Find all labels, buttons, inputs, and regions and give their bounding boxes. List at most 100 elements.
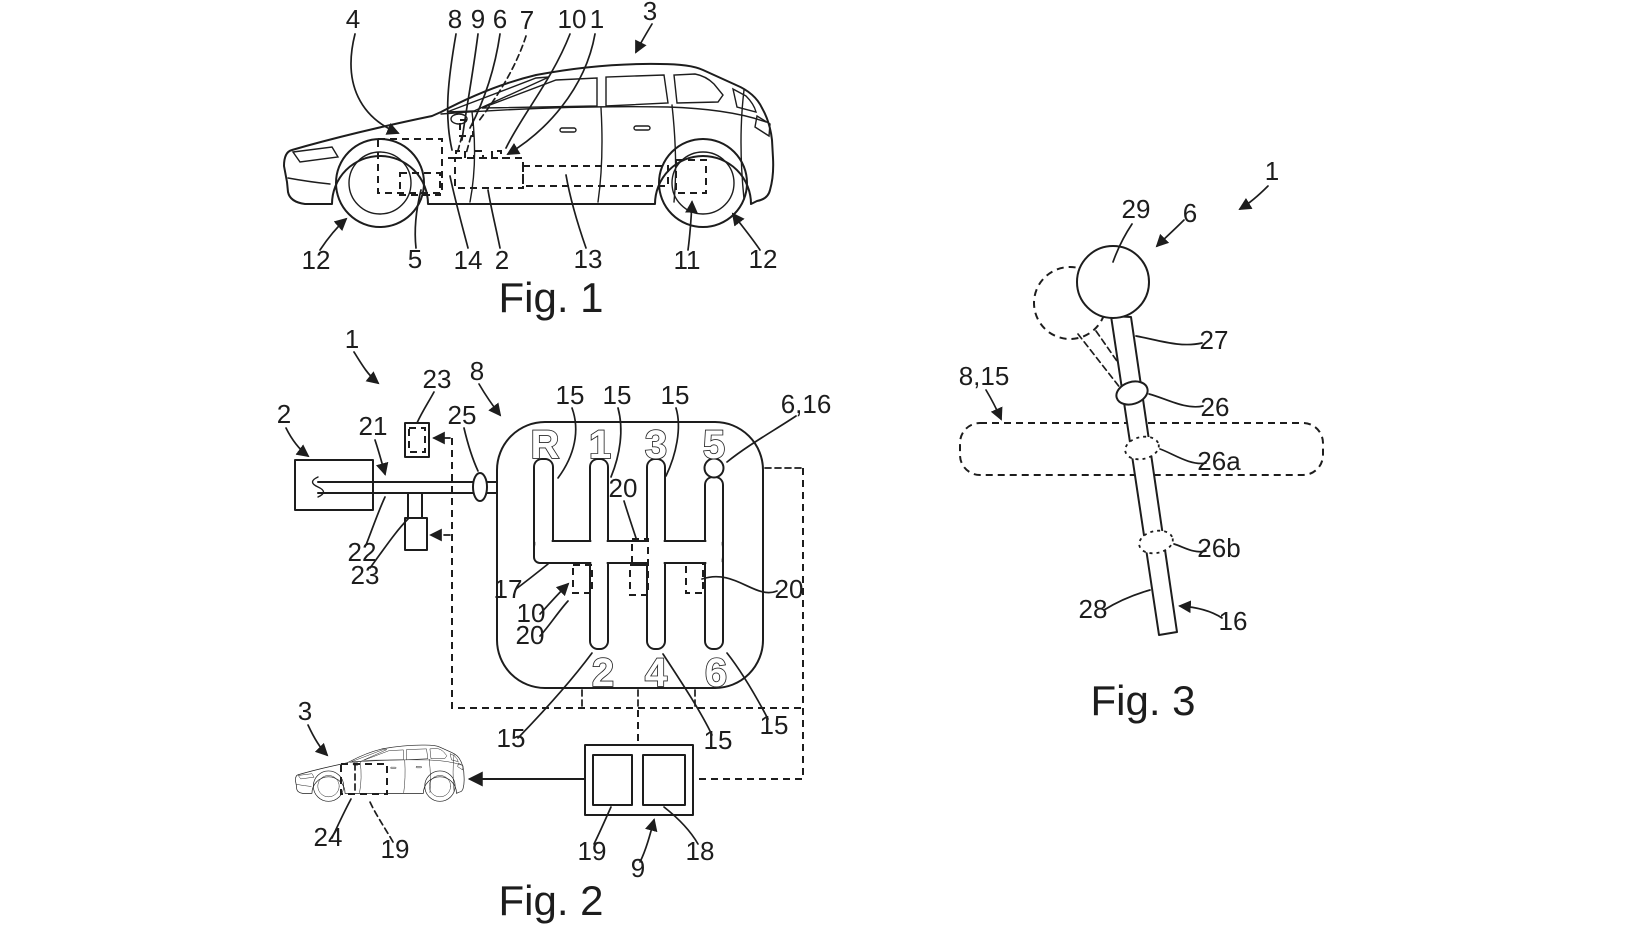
fig2-ref-22: 22 [348,537,377,567]
leader-line [487,189,501,249]
leader-line [365,496,386,546]
fig2-ref-1: 1 [345,324,359,354]
fig2-ref-616: 6,16 [781,389,832,419]
fig1-ref-9: 9 [471,4,485,34]
fig2-ref-3: 3 [298,696,312,726]
gate-pos-4: 4 [645,651,668,695]
leader-line [506,33,596,155]
fig3-ref-27: 27 [1200,325,1229,355]
leader-line [1135,335,1203,346]
leader-line [449,175,469,249]
fig2-sensor-23-inner [408,427,426,453]
leader-line [285,427,310,458]
leader-line [307,724,329,757]
leader-line [565,174,587,249]
fig1-box-small-5-14 [399,172,441,196]
leader-line [461,33,479,141]
fig3-ref-26a: 26a [1197,446,1241,476]
leader-line [446,33,457,151]
fig1: 4 8 9 6 7 10 1 3 12 5 14 2 13 11 12 Fig.… [283,0,778,321]
leader-line [593,806,612,845]
fig3-ref-815: 8,15 [959,361,1010,391]
fig2-ref-15e: 15 [704,725,733,755]
fig3-ref-29: 29 [1122,194,1151,224]
leader-line [1155,219,1185,248]
leader-line [701,576,778,594]
leader-line [369,518,409,569]
fig1-ref-2: 2 [495,245,509,275]
fig2-ref-23a: 23 [423,364,452,394]
fig2-small-car [295,744,465,802]
fig1-ref-12a: 12 [302,245,331,275]
leader-line [469,33,501,129]
fig2-car-unit-19 [340,763,388,795]
gate-pos-R: R [531,423,560,467]
leader-line [623,500,637,539]
gate-pos-6: 6 [705,651,727,695]
leader-line [539,600,569,637]
union-fill [535,460,552,558]
fig1-shift-knob-phantom [459,119,474,137]
leader-line [478,383,502,417]
fig1-ref-4: 4 [346,4,360,34]
leader-line [1238,185,1269,210]
fig2-shift-pattern [533,458,724,650]
fig1-ref-13: 13 [574,244,603,274]
leader-line [1103,589,1151,611]
fig2-ref-15a: 15 [556,380,585,410]
fig2-control-unit-19 [592,754,633,806]
fig2-ref-25: 25 [448,400,477,430]
fig1-ref-3: 3 [643,0,657,26]
gate-pos-5: 5 [703,423,725,467]
fig2-ref-18: 18 [686,836,715,866]
fig2-ref-19a: 19 [381,834,410,864]
fig1-ref-12b: 12 [749,244,778,274]
fig3-ref-1: 1 [1265,156,1279,186]
fig2-caption: Fig. 2 [498,877,603,924]
leader-line [610,407,622,478]
fig2-ref-15d: 15 [497,723,526,753]
fig2-shaft-break-squiggle [311,476,325,498]
fig2-control-unit-18 [642,754,686,806]
leader-line [463,427,479,472]
fig2-ref-20c: 20 [775,574,804,604]
leader-line [685,200,698,251]
fig2-ref-21: 21 [359,411,388,441]
fig1-ref-14: 14 [454,245,483,275]
fig2-ref-17: 17 [494,574,523,604]
union-fill [706,478,722,648]
fig2-lever-position-6-16 [703,457,725,479]
fig2-ref-19b: 19 [578,836,607,866]
leader-line [726,415,797,463]
leader-line [416,391,435,424]
fig1-ref-6: 6 [493,4,507,34]
leader-line [665,407,680,477]
leader-line [477,35,527,123]
fig1-ref-1: 1 [590,4,604,34]
fig1-car [283,62,775,228]
gate-pos-2: 2 [592,651,614,695]
leader-line [639,818,658,863]
leader-line [1112,223,1133,263]
fig2-shaft-21 [317,481,498,494]
fig1-ref-10: 10 [558,4,587,34]
fig2-ref-15f: 15 [760,710,789,740]
fig3-ref-28: 28 [1079,594,1108,624]
leader-line [1159,448,1207,465]
fig3-caption: Fig. 3 [1090,677,1195,724]
leader-line [726,652,769,720]
fig1-ref-7: 7 [520,5,534,35]
leader-line [319,217,348,251]
fig1-box-sill-13 [522,165,669,187]
fig1-ref-5: 5 [408,244,422,274]
fig2-actuator-box-2 [294,459,374,511]
fig2-ref-24: 24 [314,822,343,852]
leader-line [515,563,549,590]
fig2-sensor-box-23-lower [404,517,428,551]
fig3-marker-26 [1115,380,1149,406]
fig2-ref-9: 9 [631,853,645,883]
leader-line [635,23,653,54]
fig1-box-rear-11 [675,159,707,194]
